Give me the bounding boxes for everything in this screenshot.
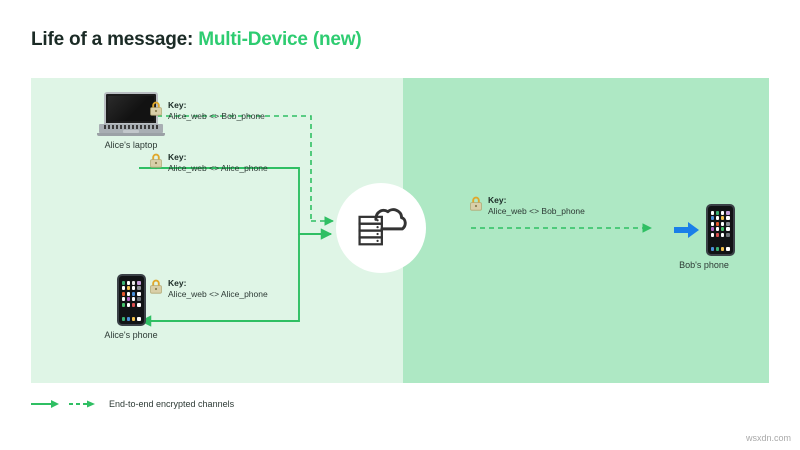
padlock-icon — [470, 196, 482, 211]
node-label-alice-phone: Alice's phone — [104, 330, 158, 340]
arrow-laptop-to-server-dashed — [139, 115, 312, 221]
key-note-server-to-bob: Key: Alice_web <> Bob_phone — [469, 195, 585, 216]
node-server-cloud — [336, 183, 426, 273]
cloud-server-icon — [358, 208, 407, 246]
key-value: Alice_web <> Bob_phone — [168, 110, 265, 121]
legend-label: End-to-end encrypted channels — [109, 399, 235, 409]
node-alice-phone: Alice's phone — [81, 274, 181, 340]
laptop-keys — [104, 125, 158, 129]
key-title: Key: — [488, 195, 507, 205]
laptop-base — [97, 133, 165, 136]
padlock-icon — [150, 279, 162, 294]
smartphone-icon-bob — [705, 204, 735, 256]
node-label-alice-laptop: Alice's laptop — [104, 140, 158, 150]
key-note-laptop-to-alice-phone: Key: Alice_web <> Alice_phone — [149, 152, 268, 173]
page-title-accent: Multi-Device (new) — [198, 29, 362, 50]
key-note-laptop-to-bob: Key: Alice_web <> Bob_phone — [149, 100, 265, 121]
solid-arrow-icon — [31, 400, 59, 408]
node-bob-phone: Bob's phone — [654, 204, 754, 270]
key-note-server-to-alice-phone: Key: Alice_web <> Alice_phone — [149, 278, 268, 299]
diagram-canvas: Alice's laptop Alice's phone — [31, 78, 769, 383]
laptop-screen-inner — [108, 96, 154, 121]
key-value: Alice_web <> Alice_phone — [168, 288, 268, 299]
key-title: Key: — [168, 278, 187, 288]
connector-arrows — [139, 115, 652, 327]
smartphone-icon-alice — [116, 274, 146, 326]
arrow-server-to-alice-phone — [139, 234, 300, 327]
key-title: Key: — [168, 152, 187, 162]
padlock-icon — [150, 101, 162, 116]
legend: End-to-end encrypted channels — [31, 399, 234, 409]
phone-dock — [121, 317, 141, 321]
key-value: Alice_web <> Alice_phone — [168, 162, 268, 173]
phone-dock — [710, 247, 730, 251]
blue-arrow-icon — [673, 222, 699, 238]
dashed-arrow-icon — [69, 400, 95, 408]
page-title-main: Life of a message: — [31, 29, 199, 50]
arrow-laptop-to-server-solid — [139, 167, 333, 240]
phone-app-grid — [710, 211, 730, 237]
phone-app-grid — [121, 281, 141, 307]
node-label-bob-phone: Bob's phone — [679, 260, 729, 270]
padlock-icon — [150, 153, 162, 168]
watermark: wsxdn.com — [745, 433, 791, 443]
laptop-trackpad — [123, 129, 139, 133]
key-title: Key: — [168, 100, 187, 110]
page-title: Life of a message: Multi-Device (new) — [31, 29, 362, 51]
key-value: Alice_web <> Bob_phone — [488, 205, 585, 216]
